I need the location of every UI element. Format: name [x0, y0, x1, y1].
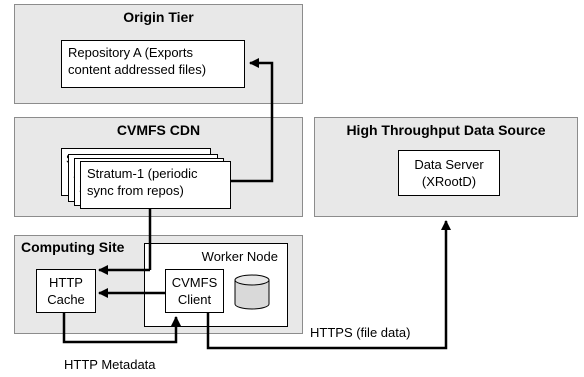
http-cache-line1: HTTP	[49, 275, 83, 290]
cvmfs-cdn-title: CVMFS CDN	[116, 122, 201, 138]
metadata-arrow	[62, 313, 181, 344]
metadata-label: HTTP Metadata	[64, 357, 156, 372]
data-server-name: Data Server	[414, 157, 484, 172]
repository-label: Repository A (Exports content addressed …	[68, 45, 207, 77]
stratum-1-box: Stratum-1 (periodic sync from repos)	[80, 161, 231, 209]
data-source-title: High Throughput Data Source	[346, 122, 546, 138]
cvmfs-client-box: CVMFS Client	[165, 269, 224, 313]
worker-node-title: Worker Node	[201, 249, 278, 264]
data-server-type: (XRootD)	[421, 174, 477, 189]
repository-box: Repository A (Exports content addressed …	[61, 40, 245, 88]
sync-arrow	[231, 58, 274, 183]
stratum-1-label: Stratum-1 (periodic sync from repos)	[87, 166, 198, 198]
cylinder-icon	[234, 274, 270, 310]
http-cache-line2: Cache	[47, 292, 85, 307]
computing-site-title: Computing Site	[21, 239, 125, 255]
data-server-box: Data Server (XRootD)	[398, 150, 500, 196]
cvmfs-client-line2: Client	[177, 292, 212, 307]
https-arrow	[206, 220, 451, 350]
http-cache-box: HTTP Cache	[36, 269, 96, 313]
origin-tier-title: Origin Tier	[123, 9, 194, 25]
https-label: HTTPS (file data)	[310, 325, 411, 340]
cvmfs-client-line1: CVMFS	[171, 275, 218, 290]
